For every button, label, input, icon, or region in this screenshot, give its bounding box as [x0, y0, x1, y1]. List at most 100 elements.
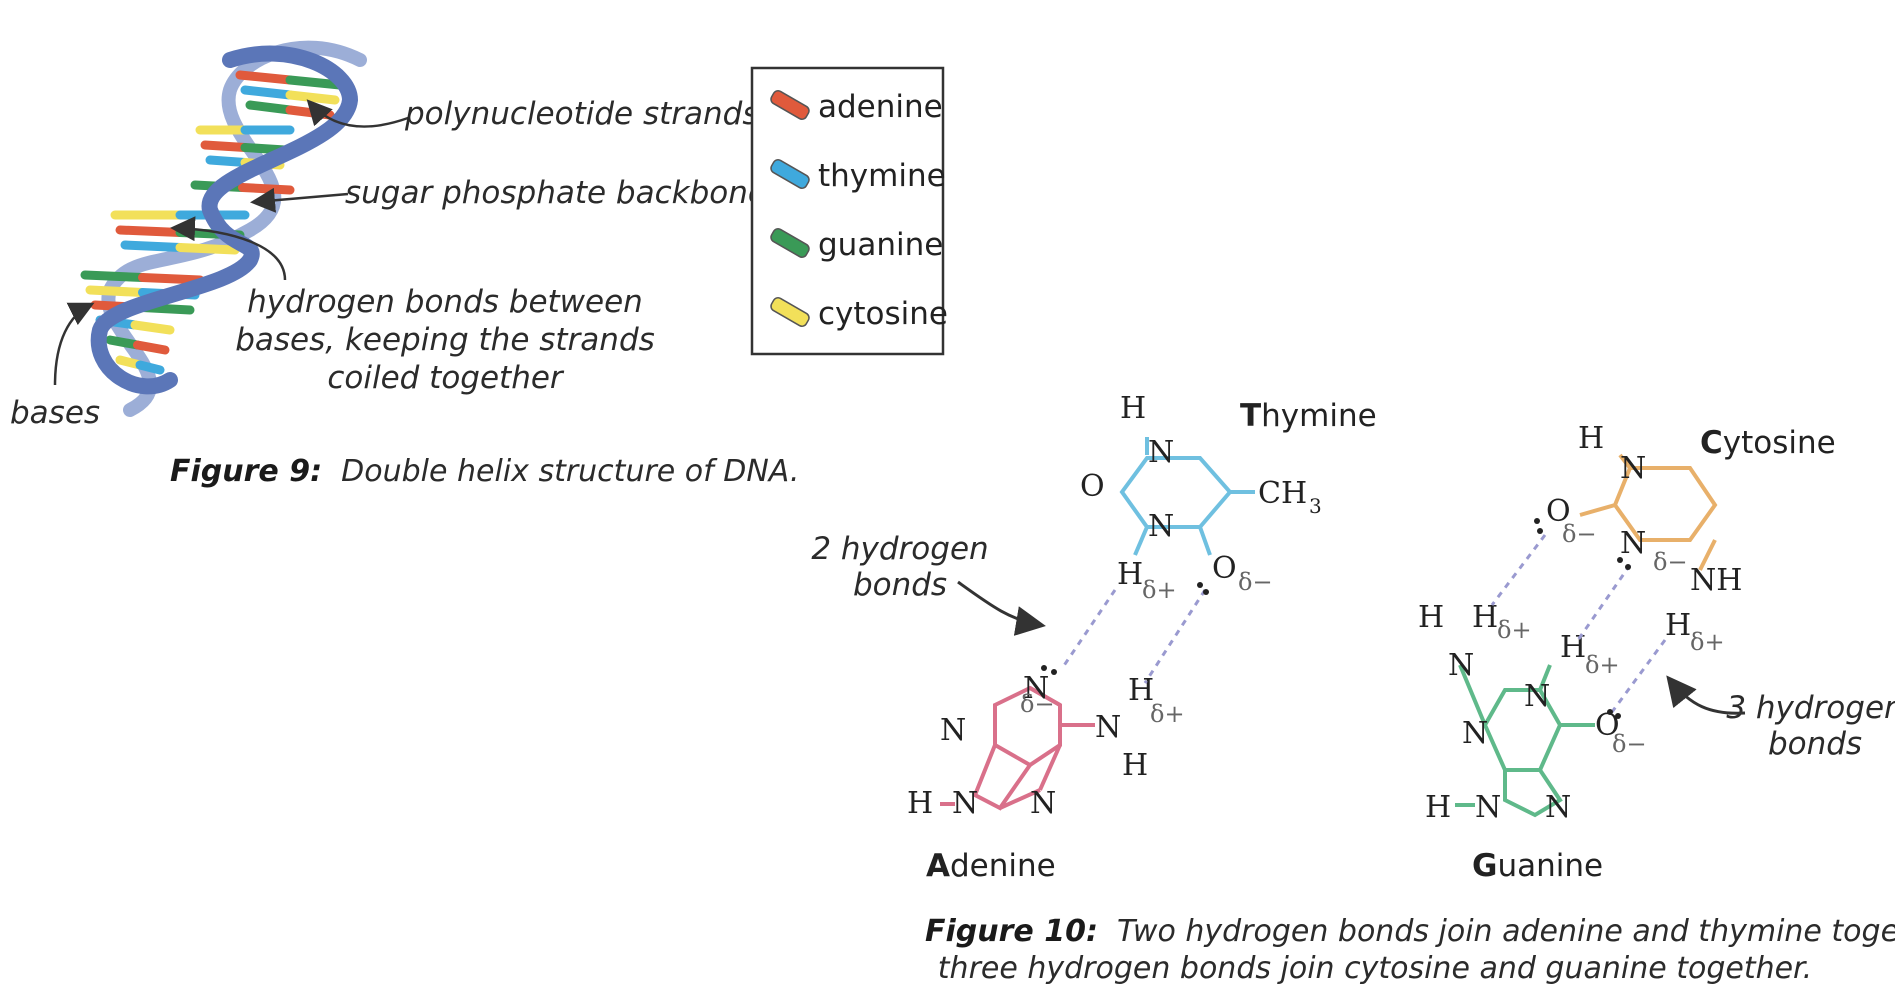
double-helix-illustration: [80, 40, 367, 417]
svg-text:N: N: [1095, 710, 1121, 745]
figure10-caption-line2: three hydrogen bonds join cytosine and g…: [938, 951, 1812, 986]
cg-hbond-2: [1576, 564, 1632, 641]
cytosine-legend-label: cytosine: [818, 296, 948, 332]
base-segment: [285, 75, 345, 90]
base-segment: [85, 285, 147, 297]
svg-text:3: 3: [1309, 494, 1322, 518]
base-segment: [133, 340, 170, 355]
figure10-caption-line1: Figure 10: Two hydrogen bonds join adeni…: [925, 914, 1895, 949]
svg-text:O: O: [1080, 469, 1105, 504]
guanine-molecule: H H δ+ N H δ+ N N O δ− H N N Guanine: [1418, 600, 1647, 884]
guanine-swatch: [770, 228, 810, 258]
svg-text:N: N: [1023, 671, 1049, 706]
cytosine-molecule: H N O δ− N δ− NH H δ+ Cytosine: [1546, 421, 1836, 656]
adenine-swatch: [770, 90, 810, 120]
base-segment: [135, 360, 165, 375]
svg-text:H: H: [1120, 391, 1146, 426]
svg-text:δ+: δ+: [1497, 616, 1532, 644]
base-segment: [130, 320, 175, 335]
bases-arrow: [53, 302, 95, 386]
three-bonds-arrow: [1666, 675, 1746, 715]
base-segment: [80, 270, 147, 282]
adenine-label: Adenine: [926, 848, 1056, 884]
backbone-label: sugar phosphate backbone: [345, 175, 767, 211]
svg-text:H: H: [1117, 557, 1143, 592]
svg-text:δ−: δ−: [1238, 568, 1273, 596]
thymine-legend-label: thymine: [818, 158, 946, 194]
guanine-legend-label: guanine: [818, 227, 943, 263]
cytosine-swatch: [770, 297, 810, 327]
base-segment: [240, 85, 295, 100]
svg-text:N: N: [952, 786, 978, 821]
two-bonds-line1: 2 hydrogen: [811, 531, 988, 567]
bases-label: bases: [10, 395, 100, 431]
svg-text:δ+: δ+: [1690, 628, 1725, 656]
hbonds-arrow: [170, 216, 287, 281]
base-segment: [120, 240, 185, 252]
svg-text:CH: CH: [1258, 476, 1307, 511]
cytosine-label: Cytosine: [1700, 425, 1836, 461]
three-bonds-line2: bonds: [1768, 726, 1862, 762]
svg-text:N: N: [1620, 526, 1646, 561]
svg-text:δ+: δ+: [1150, 700, 1185, 728]
svg-text:O: O: [1212, 551, 1237, 586]
base-segment: [245, 100, 295, 115]
figure9-caption: Figure 9: Double helix structure of DNA.: [170, 454, 799, 489]
svg-text:N: N: [940, 713, 966, 748]
base-segment: [105, 335, 142, 350]
svg-text:O: O: [1546, 494, 1571, 529]
thymine-label: Thymine: [1240, 398, 1377, 434]
base-segment: [205, 155, 250, 167]
svg-text:N: N: [1448, 648, 1474, 683]
hbonds-label-line3: coiled together: [327, 360, 565, 396]
base-segment: [115, 225, 185, 237]
adenine-molecule: N δ− N N H δ+ H H N N Adenine: [907, 671, 1185, 884]
at-hbond-1: [1061, 589, 1117, 668]
svg-text:H: H: [1665, 608, 1691, 643]
svg-text:N: N: [1475, 790, 1501, 825]
svg-text:δ−: δ−: [1653, 548, 1688, 576]
base-segment: [235, 70, 295, 85]
guanine-label: Guanine: [1472, 848, 1603, 884]
svg-text:δ−: δ−: [1020, 690, 1055, 718]
thymine-swatch: [770, 159, 810, 189]
svg-text:H: H: [1128, 673, 1154, 708]
svg-text:H: H: [1472, 600, 1498, 635]
svg-text:δ+: δ+: [1585, 651, 1620, 679]
svg-text:N: N: [1148, 435, 1174, 470]
svg-text:O: O: [1595, 708, 1620, 743]
hbonds-label-line1: hydrogen bonds between: [247, 284, 643, 320]
svg-text:N: N: [1545, 790, 1571, 825]
svg-text:H: H: [1578, 421, 1604, 456]
base-legend: adenine thymine guanine cytosine: [750, 66, 948, 356]
svg-text:δ−: δ−: [1562, 520, 1597, 548]
cg-hbond-3: [1610, 639, 1667, 713]
svg-text:H: H: [1425, 790, 1451, 825]
svg-text:NH: NH: [1690, 563, 1742, 598]
strands-label: polynucleotide strands: [404, 96, 759, 132]
base-segment: [175, 243, 240, 255]
svg-text:N: N: [1620, 451, 1646, 486]
svg-text:N: N: [1524, 679, 1550, 714]
base-segment: [138, 273, 205, 285]
thymine-molecule: H N O N CH 3 H δ+ O δ− Thymine: [1080, 391, 1377, 604]
svg-text:δ+: δ+: [1142, 576, 1177, 604]
svg-text:H: H: [1418, 600, 1444, 635]
base-segment: [200, 140, 250, 152]
svg-text:N: N: [1148, 509, 1174, 544]
svg-text:H: H: [1122, 748, 1148, 783]
strands-arrow: [306, 99, 409, 128]
svg-text:δ−: δ−: [1612, 730, 1647, 758]
svg-text:N: N: [1462, 716, 1488, 751]
backbone-arrow: [250, 187, 349, 213]
base-segment: [285, 90, 340, 105]
adenine-legend-label: adenine: [818, 89, 943, 125]
two-bonds-arrow: [957, 580, 1046, 636]
hbonds-label-line2: bases, keeping the strands: [235, 322, 655, 358]
svg-text:N: N: [1030, 786, 1056, 821]
three-bonds-line1: 3 hydrogen: [1726, 690, 1895, 726]
cg-hbond-1: [1490, 534, 1547, 606]
two-bonds-line2: bonds: [853, 567, 947, 603]
svg-text:H: H: [907, 786, 933, 821]
